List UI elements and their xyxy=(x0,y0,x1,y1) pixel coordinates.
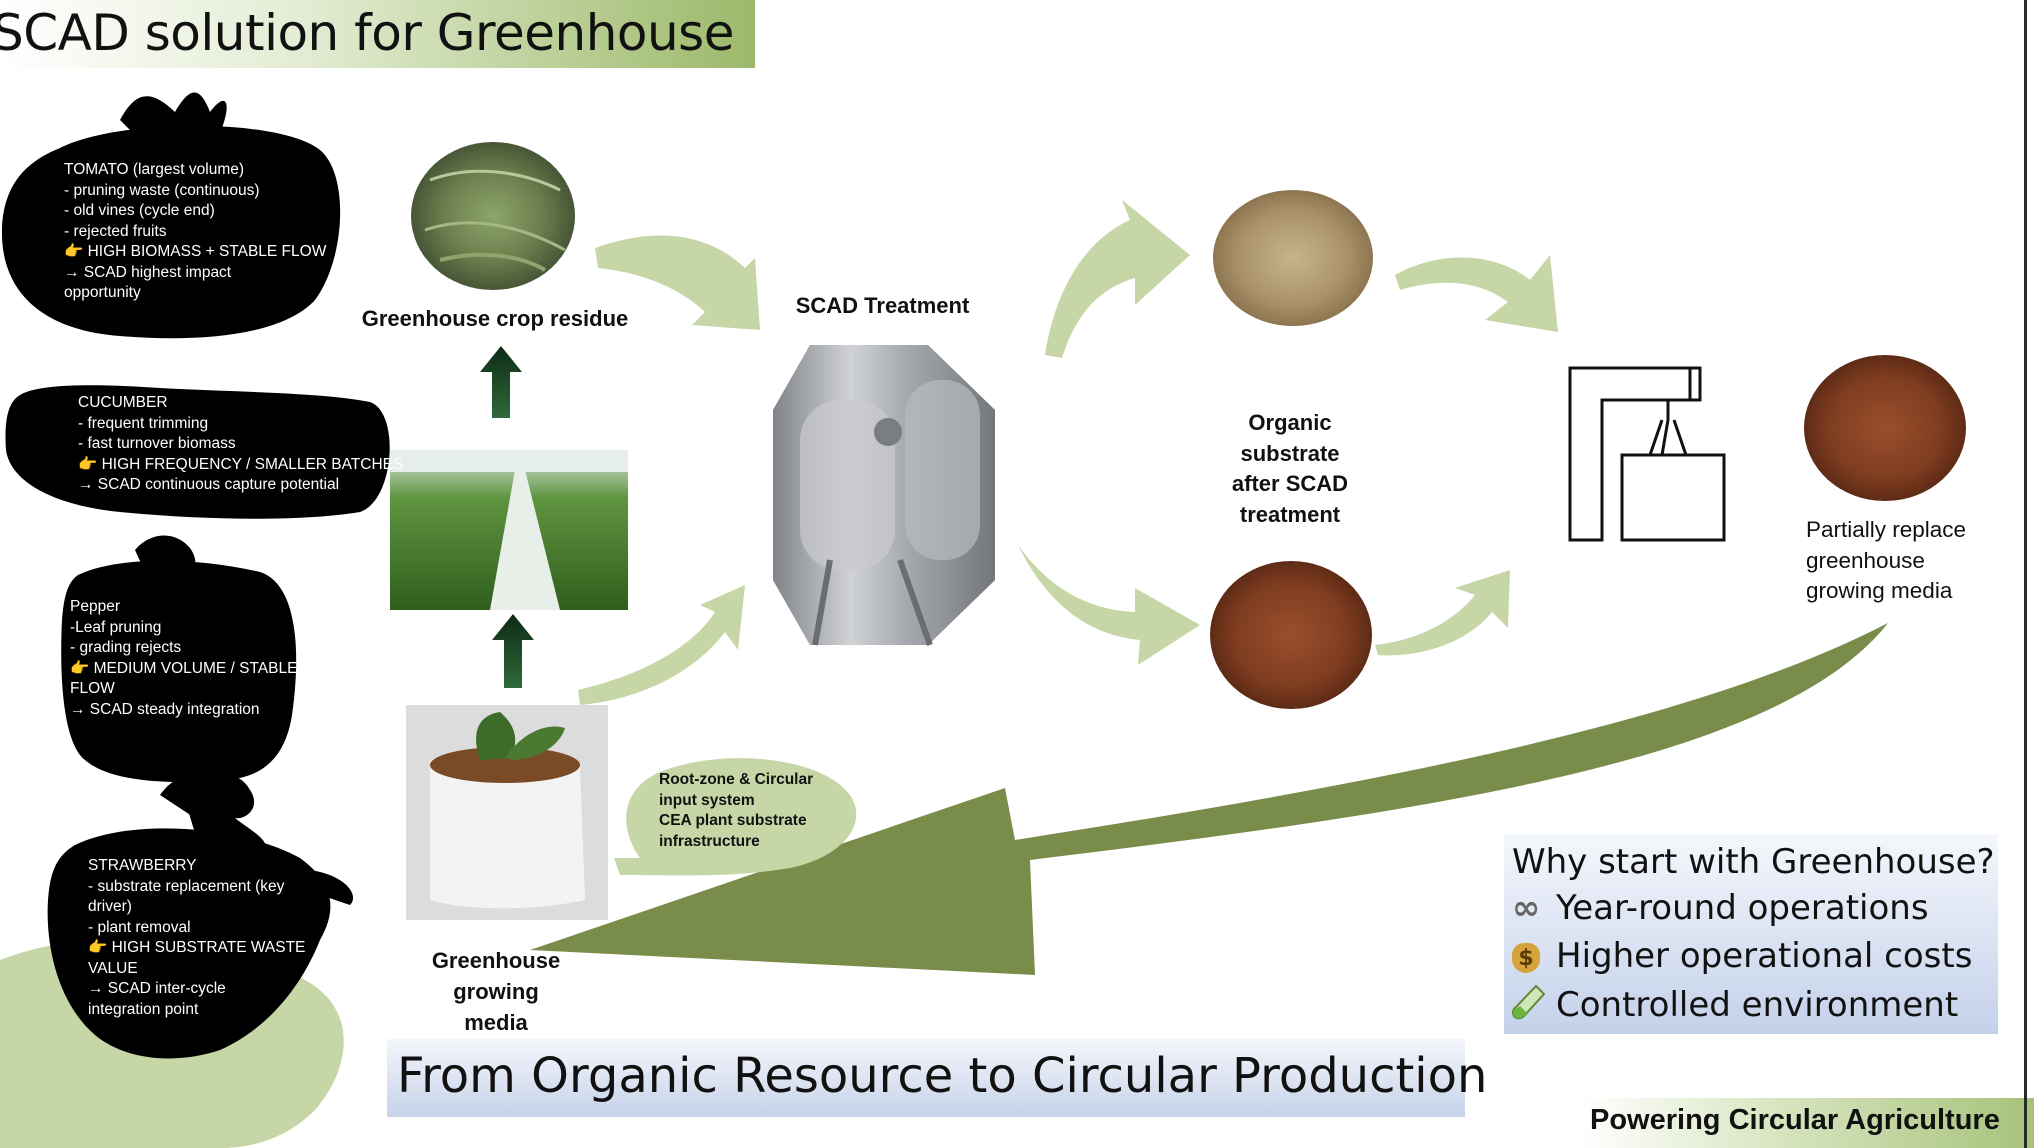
cucumber-line: → SCAD continuous capture potential xyxy=(78,476,340,493)
organic-substrate-line: treatment xyxy=(1239,501,1341,527)
organic-substrate-line: Organic xyxy=(1248,410,1332,435)
partially-replace-line: growing media xyxy=(1806,578,1953,603)
strawberry-text: STRAWBERRY - substrate replacement (key … xyxy=(88,856,305,1020)
tomato-silhouette xyxy=(1,92,341,339)
tomato-line: 👉 HIGH BIOMASS + STABLE FLOW xyxy=(64,243,327,260)
root-zone-line: Root-zone & Circular xyxy=(659,771,814,788)
page-title: SCAD solution for Greenhouse xyxy=(0,4,734,62)
growing-media-label: Greenhouse growing media xyxy=(406,945,586,1038)
title-banner xyxy=(0,0,755,68)
pepper-line: FLOW xyxy=(70,680,115,697)
strawberry-line: - substrate replacement (key xyxy=(88,877,285,895)
strawberry-line: driver) xyxy=(88,898,132,915)
pepper-line: Pepper xyxy=(70,598,120,615)
pepper-text: Pepper -Leaf pruning - grading rejects 👉… xyxy=(70,597,297,720)
subtitle: From Organic Resource to Circular Produc… xyxy=(397,1048,1488,1104)
arrow-residue-to-scad xyxy=(595,235,760,330)
arrow-soil-to-machine xyxy=(1375,570,1510,656)
root-zone-line: input system xyxy=(659,791,755,809)
money-bag-icon: $ xyxy=(1512,936,1556,976)
strawberry-line: VALUE xyxy=(88,959,138,977)
arrow-fiber-to-machine xyxy=(1395,255,1558,332)
infinity-icon: ∞ xyxy=(1512,888,1541,928)
growing-media-line: Greenhouse xyxy=(431,948,561,973)
root-zone-bubble xyxy=(614,758,857,876)
tomato-text: TOMATO (largest volume) - pruning waste … xyxy=(64,160,326,304)
tomato-line: TOMATO (largest volume) xyxy=(64,161,245,178)
why-item-text: Year-round operations xyxy=(1556,888,1929,928)
organic-substrate-line: after SCAD xyxy=(1231,471,1349,496)
scad-tanks-photo xyxy=(773,345,995,646)
growing-media-line: growing xyxy=(453,979,539,1004)
organic-substrate-label: Organic substrate after SCAD treatment xyxy=(1180,408,1400,530)
tomato-line: - pruning waste (continuous) xyxy=(64,181,260,199)
growing-media-line: media xyxy=(464,1010,528,1035)
cucumber-line: CUCUMBER xyxy=(78,394,168,411)
cucumber-line: 👉 HIGH FREQUENCY / SMALLER BATCHES xyxy=(78,455,404,473)
strawberry-silhouette xyxy=(47,772,354,1059)
why-item-text: Higher operational costs xyxy=(1556,936,1973,976)
tomato-line: - old vines (cycle end) xyxy=(64,202,215,219)
why-item-text: Controlled environment xyxy=(1556,985,1959,1025)
why-item: Controlled environment xyxy=(1511,984,1959,1029)
fiber-substrate-photo xyxy=(1213,190,1373,326)
money-bag-glyph: $ xyxy=(1512,942,1540,973)
slide-edge-divider xyxy=(2024,0,2027,1148)
strawberry-line: - plant removal xyxy=(88,918,191,936)
tomato-line: opportunity xyxy=(64,284,141,301)
tomato-line: - rejected fruits xyxy=(64,222,167,240)
cucumber-silhouette xyxy=(5,385,390,519)
footer-tagline: Powering Circular Agriculture xyxy=(1590,1104,2000,1136)
pepper-line: 👉 MEDIUM VOLUME / STABLE xyxy=(70,659,298,677)
strawberry-line: STRAWBERRY xyxy=(88,857,197,874)
root-zone-text: Root-zone & Circular input system CEA pl… xyxy=(659,770,813,852)
partially-replace-label: Partially replace greenhouse growing med… xyxy=(1806,515,1966,607)
arrow-scad-to-fiber xyxy=(1045,200,1190,358)
root-zone-line: CEA plant substrate xyxy=(659,812,807,829)
pepper-silhouette xyxy=(61,535,297,783)
greenhouse-interior-photo xyxy=(390,450,628,610)
return-arrow xyxy=(530,623,1888,975)
footer-banner xyxy=(1580,1098,2034,1148)
strawberry-line: integration point xyxy=(88,1000,199,1018)
strawberry-line: → SCAD inter-cycle xyxy=(88,980,226,997)
test-tube-icon xyxy=(1511,984,1556,1029)
pepper-line: - grading rejects xyxy=(70,639,182,656)
root-zone-line: infrastructure xyxy=(659,832,760,850)
up-arrow-lower xyxy=(492,614,534,688)
subtitle-banner xyxy=(387,1039,1465,1117)
why-item: $ Higher operational costs xyxy=(1512,936,1972,976)
scad-treatment-label: SCAD Treatment xyxy=(795,293,970,318)
organic-substrate-line: substrate xyxy=(1240,440,1340,466)
partially-replace-line: Partially replace xyxy=(1806,517,1967,542)
cucumber-line: - fast turnover biomass xyxy=(78,435,236,452)
arrow-scad-to-soil xyxy=(1018,545,1200,665)
strawberry-line: 👉 HIGH SUBSTRATE WASTE xyxy=(88,939,306,956)
why-heading: Why start with Greenhouse? xyxy=(1512,842,1995,882)
cucumber-text: CUCUMBER - frequent trimming - fast turn… xyxy=(78,393,403,496)
pepper-line: → SCAD steady integration xyxy=(70,700,260,718)
up-arrow-upper xyxy=(480,346,522,418)
growing-media-photo xyxy=(1804,355,1966,501)
bagging-machine-icon xyxy=(1568,366,1726,542)
tomato-line: → SCAD highest impact xyxy=(64,263,232,281)
pepper-line: -Leaf pruning xyxy=(70,618,162,636)
arrow-media-to-scad xyxy=(578,585,745,705)
crop-residue-label: Greenhouse crop residue xyxy=(361,306,629,331)
why-greenhouse-box xyxy=(1504,834,1998,1034)
grow-bag-photo xyxy=(406,705,608,920)
soil-substrate-photo xyxy=(1210,561,1372,709)
cucumber-line: - frequent trimming xyxy=(78,414,209,432)
why-item: ∞ Year-round operations xyxy=(1512,888,1929,928)
crop-residue-photo xyxy=(411,142,575,290)
partially-replace-line: greenhouse xyxy=(1806,547,1925,573)
